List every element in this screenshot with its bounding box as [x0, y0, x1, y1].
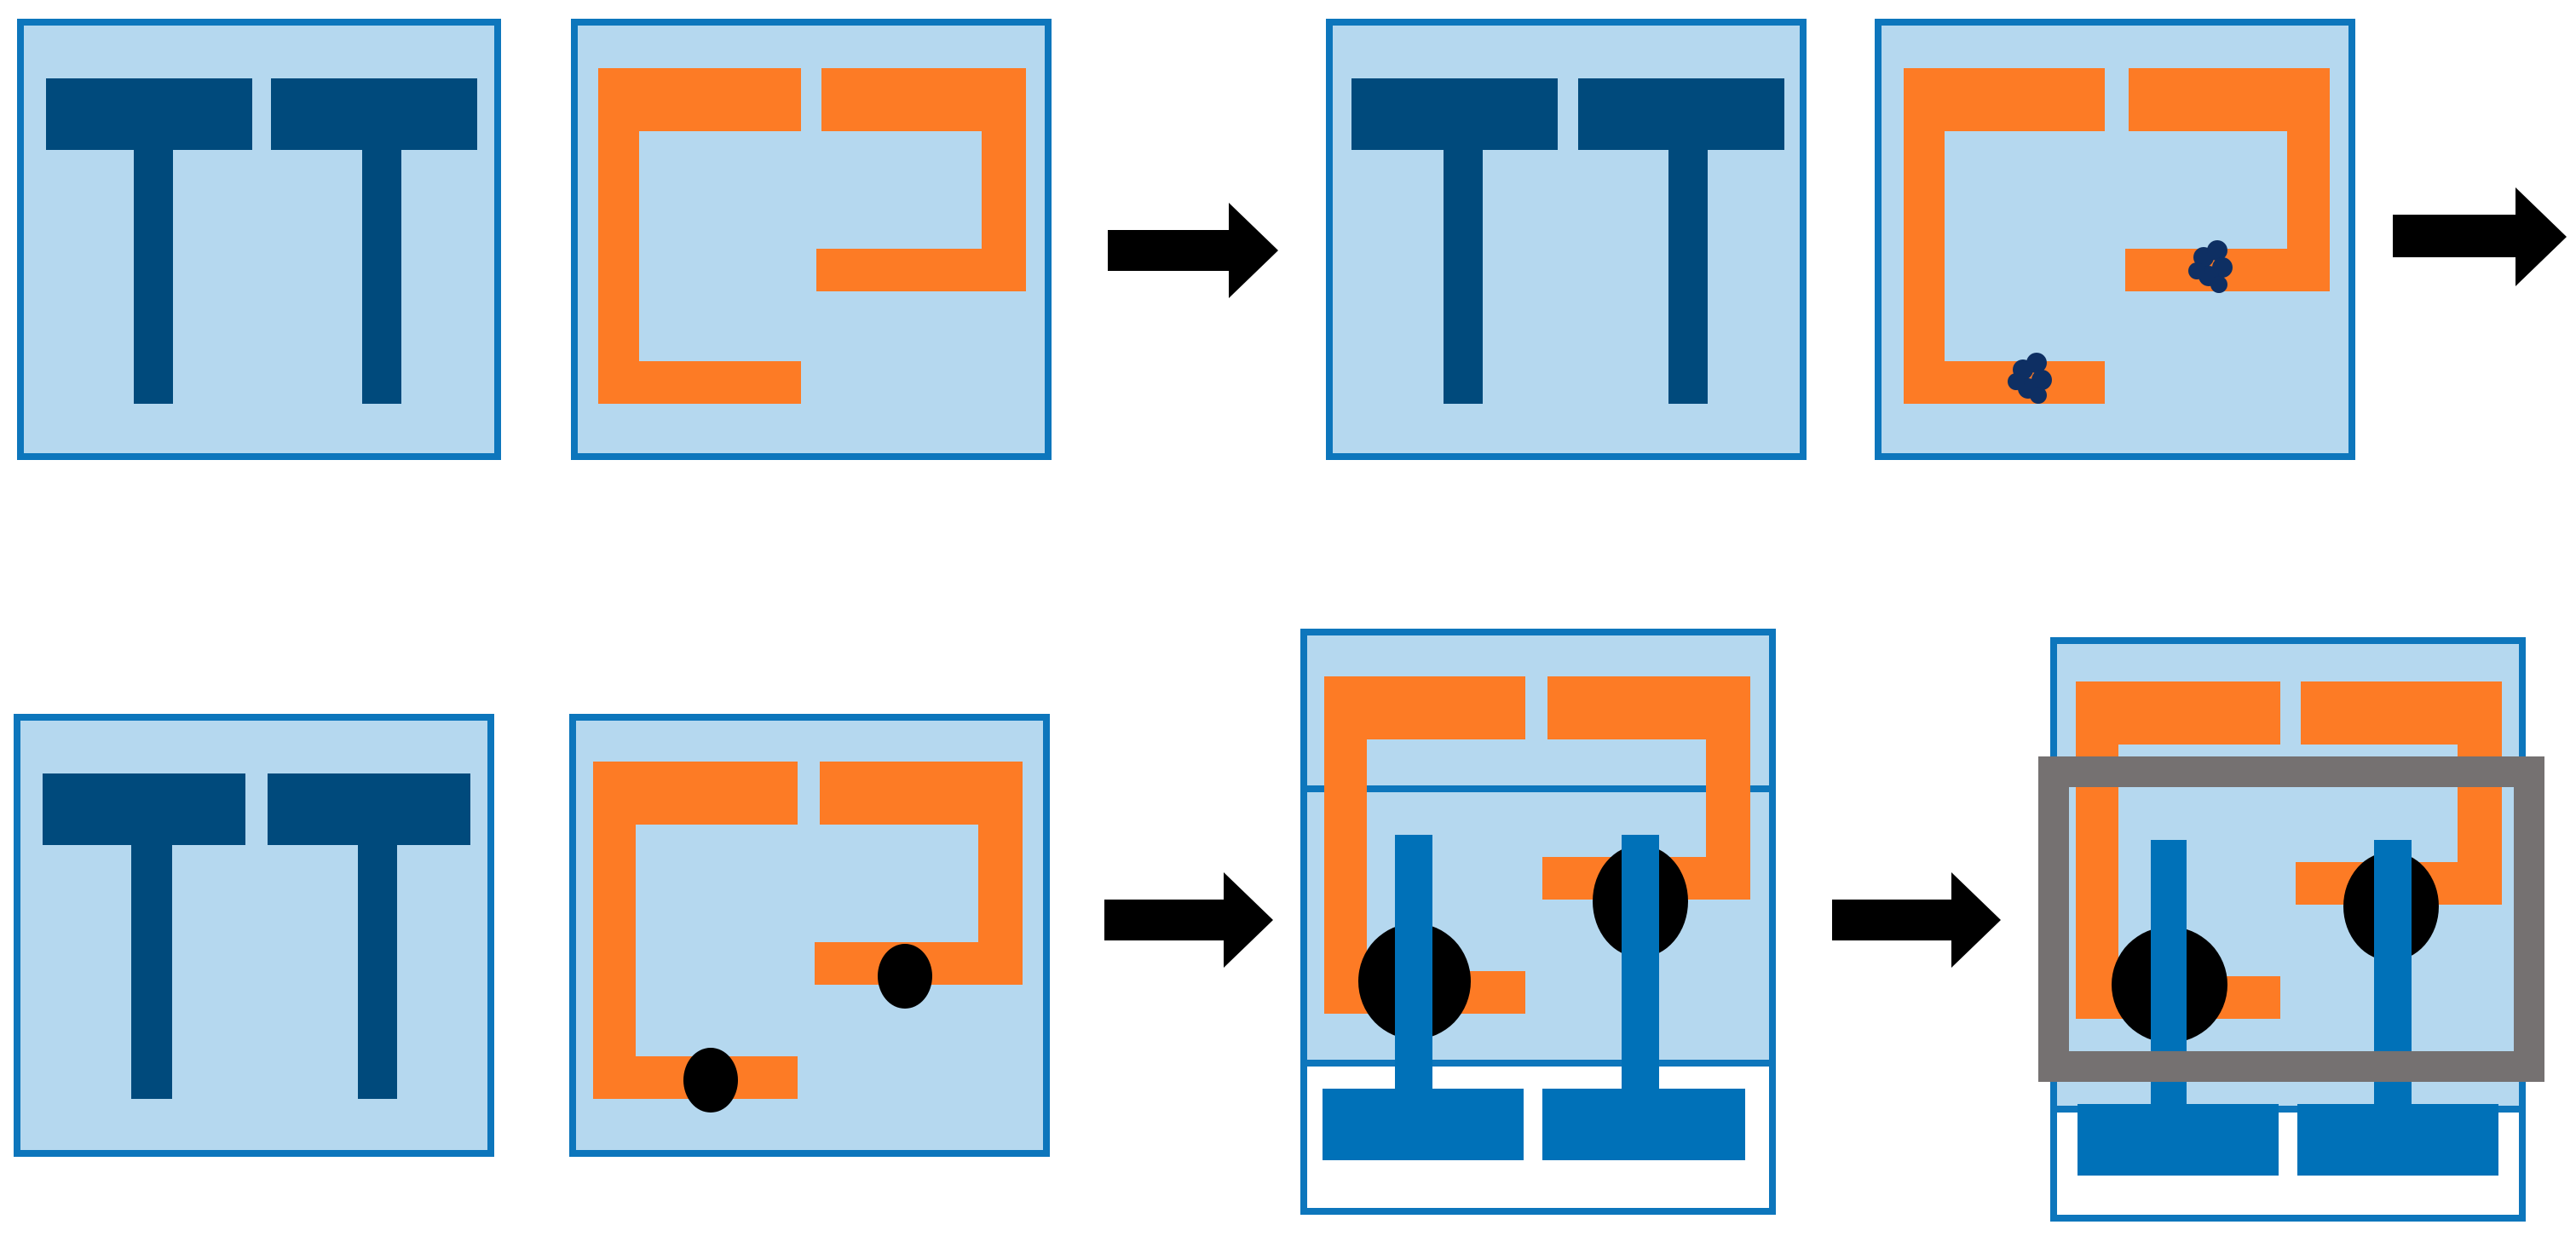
t-shape-left-bar: [1351, 78, 1558, 150]
particle-cluster-icon: [2188, 240, 2233, 293]
bracket-left-side: [1324, 676, 1367, 1014]
t-shape-left-stem: [1444, 150, 1483, 404]
t-shape-left-stem-front: [1395, 835, 1432, 1090]
bracket-left-side: [598, 68, 639, 404]
t-shape-left-stem: [134, 150, 173, 404]
bracket-right-bottom: [816, 249, 1026, 291]
rectangular-frame-icon: [2038, 756, 2544, 1082]
t-shape-right-stem-front: [1622, 835, 1659, 1090]
bracket-pair-icon: [598, 68, 1026, 404]
t-shape-right-stem: [358, 845, 397, 1099]
bracket-pair-icon: [1324, 676, 1750, 1014]
bracket-pair-icon: [593, 762, 1023, 1099]
t-shape-left-bar: [46, 78, 252, 150]
t-shape-pair-icon: [43, 773, 470, 1099]
t-shape-pair-icon: [1351, 78, 1784, 404]
right-arrow-icon: [1104, 872, 1273, 968]
bracket-left-bottom: [1904, 361, 2105, 404]
r2-t-panel: [14, 714, 494, 1157]
r2-assembly-framed: [2038, 637, 2544, 1222]
solder-bump-icon: [683, 1048, 738, 1113]
r1-t-panel-2: [1326, 19, 1807, 460]
t-shape-right-stem: [362, 150, 401, 404]
particle-cluster-icon: [2008, 353, 2052, 404]
r1-t-panel: [17, 19, 501, 460]
bracket-left-side: [593, 762, 636, 1099]
bracket-pair-icon: [2076, 681, 2502, 1019]
t-shape-left-stem: [131, 845, 172, 1099]
t-shape-right-bar: [268, 773, 470, 845]
bracket-left-side: [2076, 681, 2118, 1019]
r1-bracket-panel: [571, 19, 1052, 460]
solder-bump-icon: [878, 944, 932, 1009]
bracket-pair-icon: [1904, 68, 2330, 404]
t-shape-right-bar: [1542, 1089, 1745, 1160]
row-1: [17, 19, 2567, 460]
right-arrow-icon: [1108, 203, 1278, 298]
right-arrow-icon: [1832, 872, 2001, 968]
r2-bracket-with-bumps: [569, 714, 1050, 1157]
t-shape-left-bar: [2078, 1104, 2279, 1176]
t-shape-left-bar: [1323, 1089, 1524, 1160]
t-shape-right-stem: [1668, 150, 1708, 404]
bracket-left-side: [1904, 68, 1945, 404]
r2-assembly: [1300, 629, 1776, 1215]
t-shape-right-bar: [271, 78, 477, 150]
t-shape-right-bar: [2297, 1104, 2498, 1176]
t-shape-left-bar: [43, 773, 245, 845]
t-shape-right-bar: [1578, 78, 1784, 150]
bracket-left-bottom: [598, 361, 801, 404]
r1-bracket-with-particles: [1875, 19, 2355, 460]
t-shape-pair-icon: [46, 78, 477, 404]
right-arrow-icon: [2393, 187, 2567, 286]
row-2: [14, 629, 2544, 1222]
